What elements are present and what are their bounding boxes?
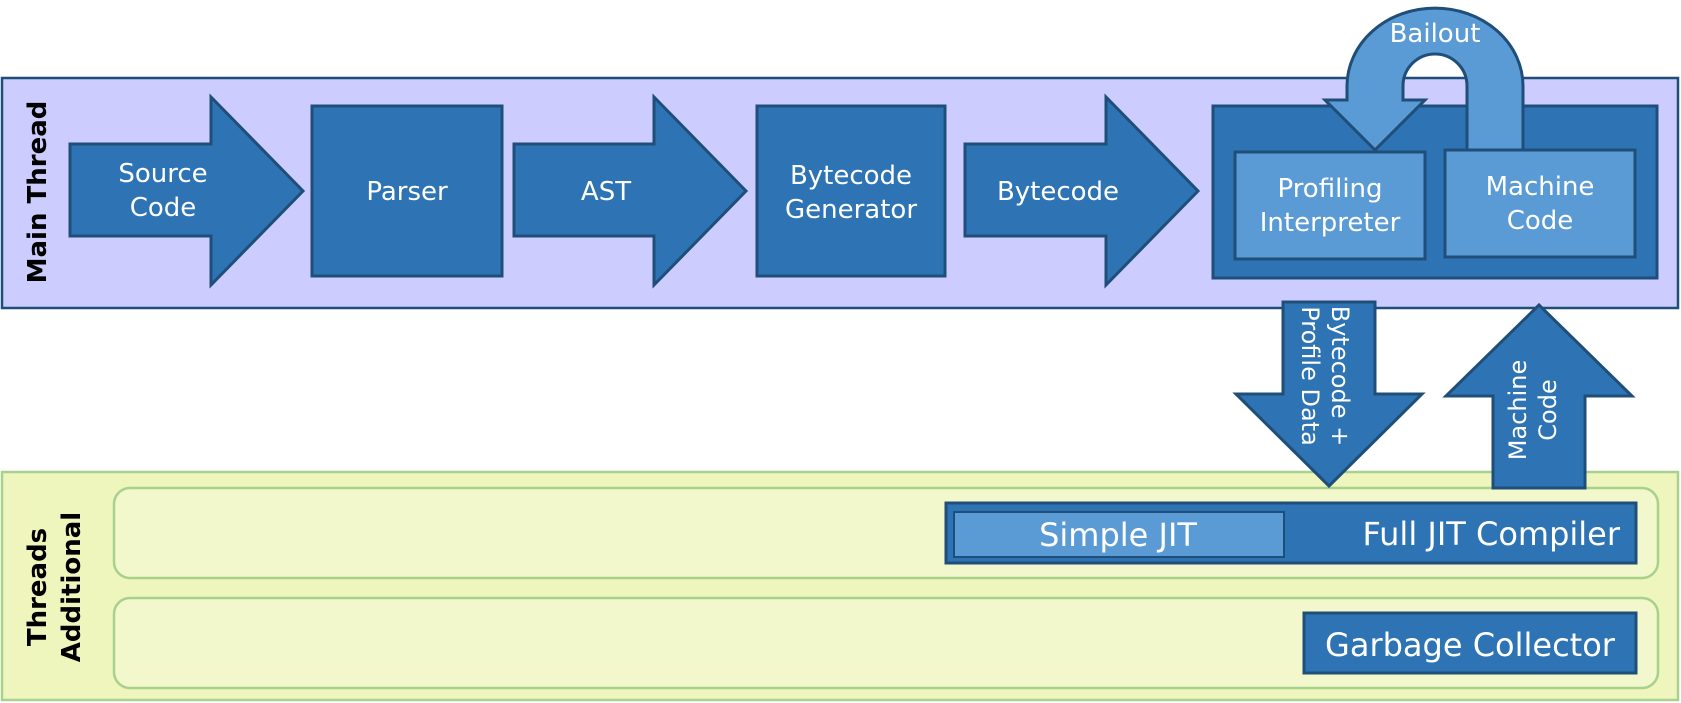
source-code-label-line-2: Code: [130, 193, 197, 223]
bytecode-profile-data-label-line-1: Bytecode +: [1326, 306, 1354, 446]
parser-box-shape: [310, 104, 504, 278]
simple-jit-box: [953, 511, 1285, 558]
machine-code-return-label-line-1: Machine: [1504, 360, 1532, 460]
parser-label: Parser: [366, 177, 448, 207]
bailout-label: Bailout: [1390, 19, 1481, 49]
simple-jit-label: Simple JIT: [1039, 516, 1197, 554]
machine-code-return-arrow: Machine Code: [1442, 302, 1636, 490]
bytecode-arrow: Bytecode: [963, 93, 1201, 289]
bailout-arrow-shape: [1321, 6, 1525, 153]
bytecode-generator-label-line-2: Generator: [785, 195, 917, 225]
bytecode-generator-box-shape: [755, 104, 947, 278]
bytecode-arrow-shape: [963, 93, 1201, 289]
garbage-collector-box: [1302, 611, 1638, 675]
source-code-arrow-shape: [68, 93, 306, 289]
bytecode-profile-data-label-line-2: Profile Data: [1296, 306, 1324, 446]
full-jit-compiler: Simple JIT Full JIT Compiler: [944, 501, 1638, 565]
full-jit-compiler-label: Full JIT Compiler: [1362, 515, 1620, 553]
profiling-interpreter-label-line-2: Interpreter: [1260, 208, 1401, 238]
profiling-interpreter-box-shape: [1233, 150, 1427, 261]
profiling-interpreter-box: Profiling Interpreter: [1233, 150, 1427, 261]
machine-code-box: Machine Code: [1443, 148, 1637, 259]
bytecode-generator-label-line-1: Bytecode: [790, 161, 912, 191]
machine-code-label-line-1: Machine: [1486, 172, 1595, 202]
garbage-collector: Garbage Collector: [1302, 611, 1638, 675]
bytecode-generator-box: Bytecode Generator: [755, 104, 947, 278]
machine-code-return-arrow-shape: [1442, 302, 1636, 490]
additional-threads-label-line-2: Threads: [23, 528, 53, 646]
gc-thread-row: [112, 596, 1660, 690]
machine-code-box-shape: [1443, 148, 1637, 259]
bailout-arrow: Bailout: [1321, 6, 1525, 153]
bytecode-profile-data-arrow: Bytecode + Profile Data: [1232, 300, 1426, 489]
machine-code-label-line-2: Code: [1507, 206, 1574, 236]
ast-arrow: AST: [512, 93, 749, 289]
parser-box: Parser: [310, 104, 504, 278]
bytecode-profile-data-arrow-shape: [1232, 300, 1426, 489]
bytecode-label: Bytecode: [997, 177, 1119, 207]
additional-threads-label-line-1: Additional: [57, 512, 87, 662]
source-code-arrow: Source Code: [68, 93, 306, 289]
machine-code-return-label-line-2: Code: [1534, 379, 1562, 440]
garbage-collector-label: Garbage Collector: [1325, 626, 1616, 664]
main-thread-label: Main Thread: [23, 101, 53, 284]
source-code-label-line-1: Source: [118, 159, 207, 189]
ast-label: AST: [581, 177, 631, 207]
ast-arrow-shape: [512, 93, 749, 289]
profiling-interpreter-label-line-1: Profiling: [1277, 174, 1382, 204]
